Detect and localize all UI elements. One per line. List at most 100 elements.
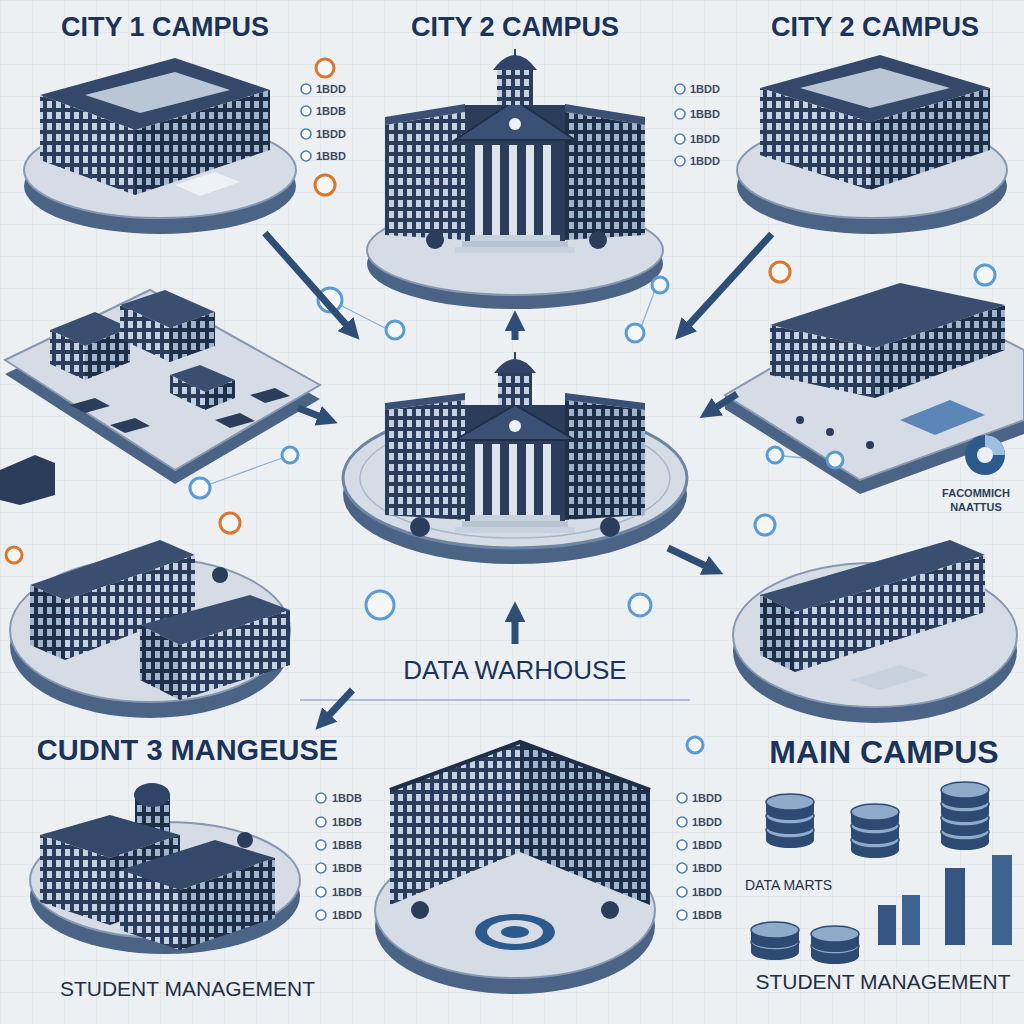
building: [205, 380, 235, 410]
area-label: DATA MARTS: [745, 877, 832, 894]
campus-node: DATA WARHOUSE: [340, 340, 690, 690]
building: [565, 112, 645, 240]
campus-platform: [5, 290, 320, 484]
building: [180, 610, 290, 700]
database-icon: [811, 926, 859, 952]
status-icon: [770, 262, 790, 282]
building: [760, 55, 990, 190]
building: [492, 145, 500, 235]
building: [250, 388, 290, 403]
callout-number: 1BDD: [690, 132, 720, 146]
building: [40, 783, 275, 950]
list-icon: [316, 840, 326, 850]
building: [140, 625, 180, 700]
list-icon: [677, 910, 687, 920]
callout-number: 1BDB: [332, 791, 362, 805]
status-icon: [386, 321, 404, 339]
building: [475, 914, 555, 950]
building: [462, 241, 568, 247]
callout-number: 1BDB: [316, 104, 346, 118]
building: [120, 305, 170, 362]
status-icon: [6, 59, 995, 753]
callout-number: 1BDB: [692, 908, 722, 922]
building: [30, 540, 290, 700]
building: [509, 420, 521, 432]
building: [385, 112, 465, 240]
connector-arrow: [512, 325, 519, 340]
callout-number: 1BDD: [692, 838, 722, 852]
list-icon: [677, 863, 687, 873]
callout-number: 1BDD: [316, 127, 346, 141]
flow-arrow: [712, 394, 737, 410]
callout-number: 1BDD: [692, 885, 722, 899]
callout-number: 1BDD: [692, 791, 722, 805]
building: [385, 400, 465, 520]
flow-arrow: [298, 408, 324, 418]
building: [120, 870, 180, 950]
campus-node: CITY 2 CAMPUS: [360, 8, 670, 310]
campus-heading: CUDNT 3 MANGEUSE: [37, 734, 338, 767]
building: [509, 444, 517, 516]
building: [237, 832, 253, 848]
status-icon: [626, 324, 644, 342]
building: [470, 515, 560, 521]
building: [565, 393, 645, 410]
building: [600, 517, 620, 537]
building: [170, 375, 205, 410]
building: [492, 444, 500, 516]
building: [465, 405, 565, 525]
building: [826, 428, 834, 436]
building: [770, 325, 875, 398]
building: [180, 858, 275, 950]
building: [390, 742, 650, 950]
building: [455, 100, 575, 140]
building: [850, 665, 930, 690]
building: [85, 72, 230, 113]
building: [526, 444, 534, 516]
building: [455, 247, 575, 253]
building: [501, 926, 529, 938]
leader-line: [300, 699, 690, 700]
flow-arrow: [668, 548, 710, 568]
callout-number: 1BDD: [692, 861, 722, 875]
list-icon: [675, 84, 685, 94]
building: [212, 567, 228, 583]
building: [40, 835, 110, 925]
building: [385, 393, 465, 410]
list-icon: [301, 129, 311, 139]
leader-line: [205, 458, 282, 486]
building: [462, 521, 568, 527]
callout-number: 1BBD: [316, 149, 346, 163]
callout-number: 1BDD: [690, 154, 720, 168]
building: [514, 352, 516, 360]
building: [526, 145, 534, 235]
database-icon: [851, 804, 899, 830]
building: [475, 444, 483, 516]
building: [800, 68, 950, 108]
status-icon: [315, 175, 335, 195]
building: [565, 400, 645, 520]
campus-node: CITY 2 CAMPUS: [735, 8, 1015, 234]
list-icon: [316, 793, 326, 803]
building: [770, 283, 1005, 449]
building: [760, 88, 870, 190]
building: [870, 88, 990, 190]
building: [215, 413, 255, 428]
status-icon: [6, 547, 22, 563]
building: [385, 104, 465, 125]
building: [796, 416, 804, 424]
status-icon: [316, 59, 334, 77]
campus-node: CITY 1 CAMPUS: [20, 8, 310, 233]
building: [134, 783, 170, 807]
building: [475, 145, 483, 235]
database-icon: [751, 782, 989, 964]
campus-platform: [5, 290, 320, 470]
building: [565, 104, 645, 125]
connector-arrow: [685, 234, 772, 329]
building: [385, 352, 645, 537]
building: [493, 55, 537, 70]
status-icon: [190, 478, 210, 498]
